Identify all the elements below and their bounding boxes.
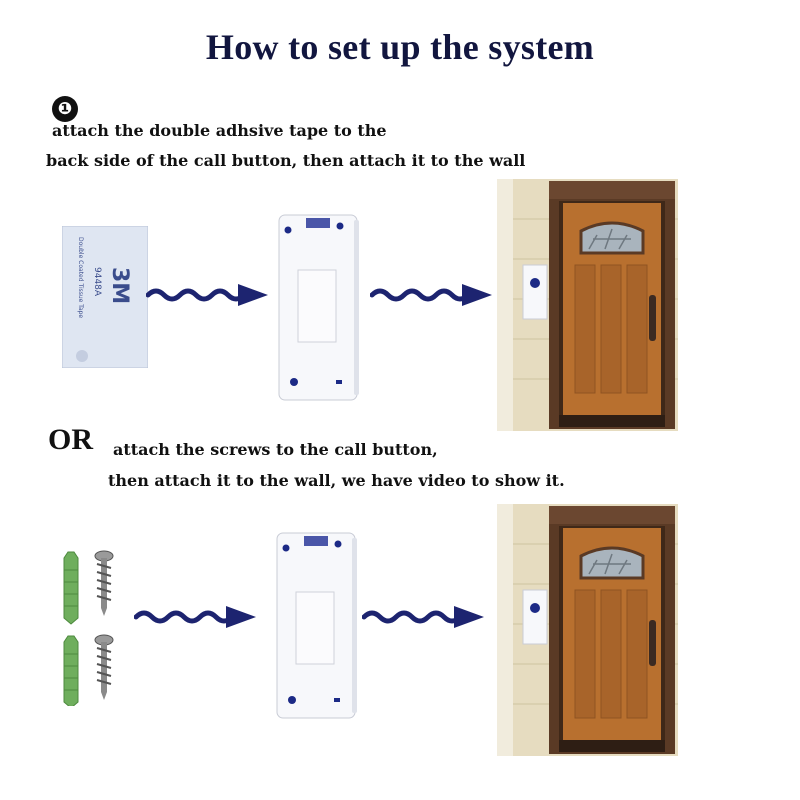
step-two-line-2: then attach it to the wall, we have vide… — [108, 471, 565, 490]
or-label: OR — [48, 423, 93, 456]
step-one-number: ❶ — [52, 96, 78, 122]
step-one-line-1: attach the double adhsive tape to the — [52, 121, 387, 140]
step-two-line-1: attach the screws to the call button, — [113, 440, 438, 459]
adhesive-tape-image: 3M 9448A Double Coated Tissue Tape — [62, 226, 148, 368]
arrow-icon — [146, 280, 270, 310]
tape-brand-text: 3M — [107, 267, 132, 304]
arrow-icon — [362, 602, 486, 632]
arrow-icon — [134, 602, 258, 632]
tape-code-text: 9448A — [92, 267, 102, 297]
tape-desc-text: Double Coated Tissue Tape — [77, 237, 84, 318]
arrow-icon — [370, 280, 494, 310]
door-with-call-button-image — [497, 179, 678, 431]
step-one-line-2: back side of the call button, then attac… — [46, 151, 526, 170]
call-button-back-image — [278, 214, 360, 402]
screws-and-anchors-image — [58, 548, 122, 706]
door-with-call-button-image — [497, 504, 678, 756]
page-title: How to set up the system — [205, 27, 595, 67]
call-button-back-image — [276, 532, 358, 720]
